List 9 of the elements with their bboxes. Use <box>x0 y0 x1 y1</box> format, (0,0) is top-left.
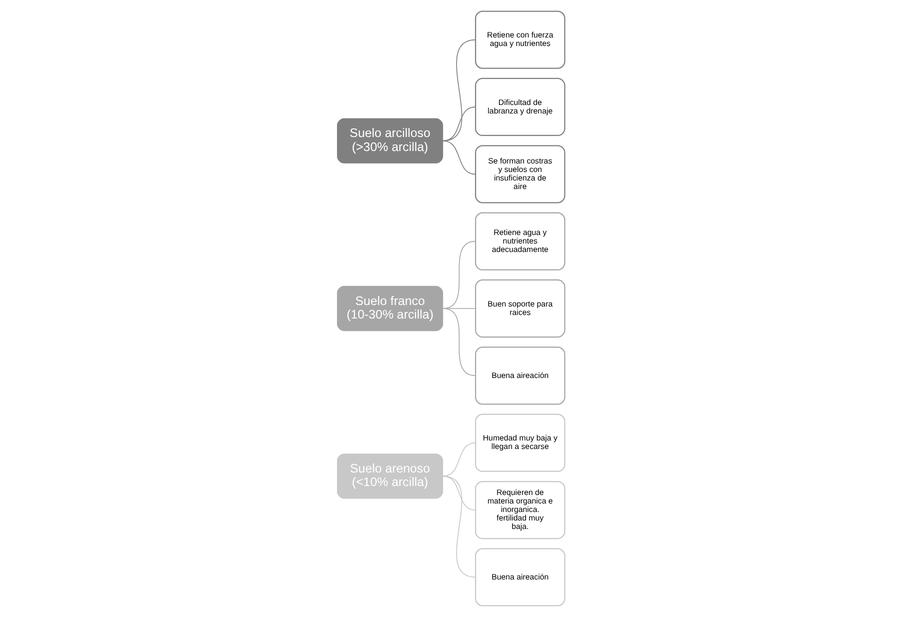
connector <box>442 308 476 376</box>
connector <box>442 476 476 578</box>
connector <box>442 39 476 142</box>
connector <box>442 140 476 175</box>
connector <box>442 106 476 142</box>
connector <box>442 476 476 510</box>
connector <box>442 442 476 477</box>
node-box: Suelo franco (10-30% arcilla) <box>336 286 443 332</box>
node-box: Suelo arcilloso (>30% arcilla) <box>336 118 443 164</box>
